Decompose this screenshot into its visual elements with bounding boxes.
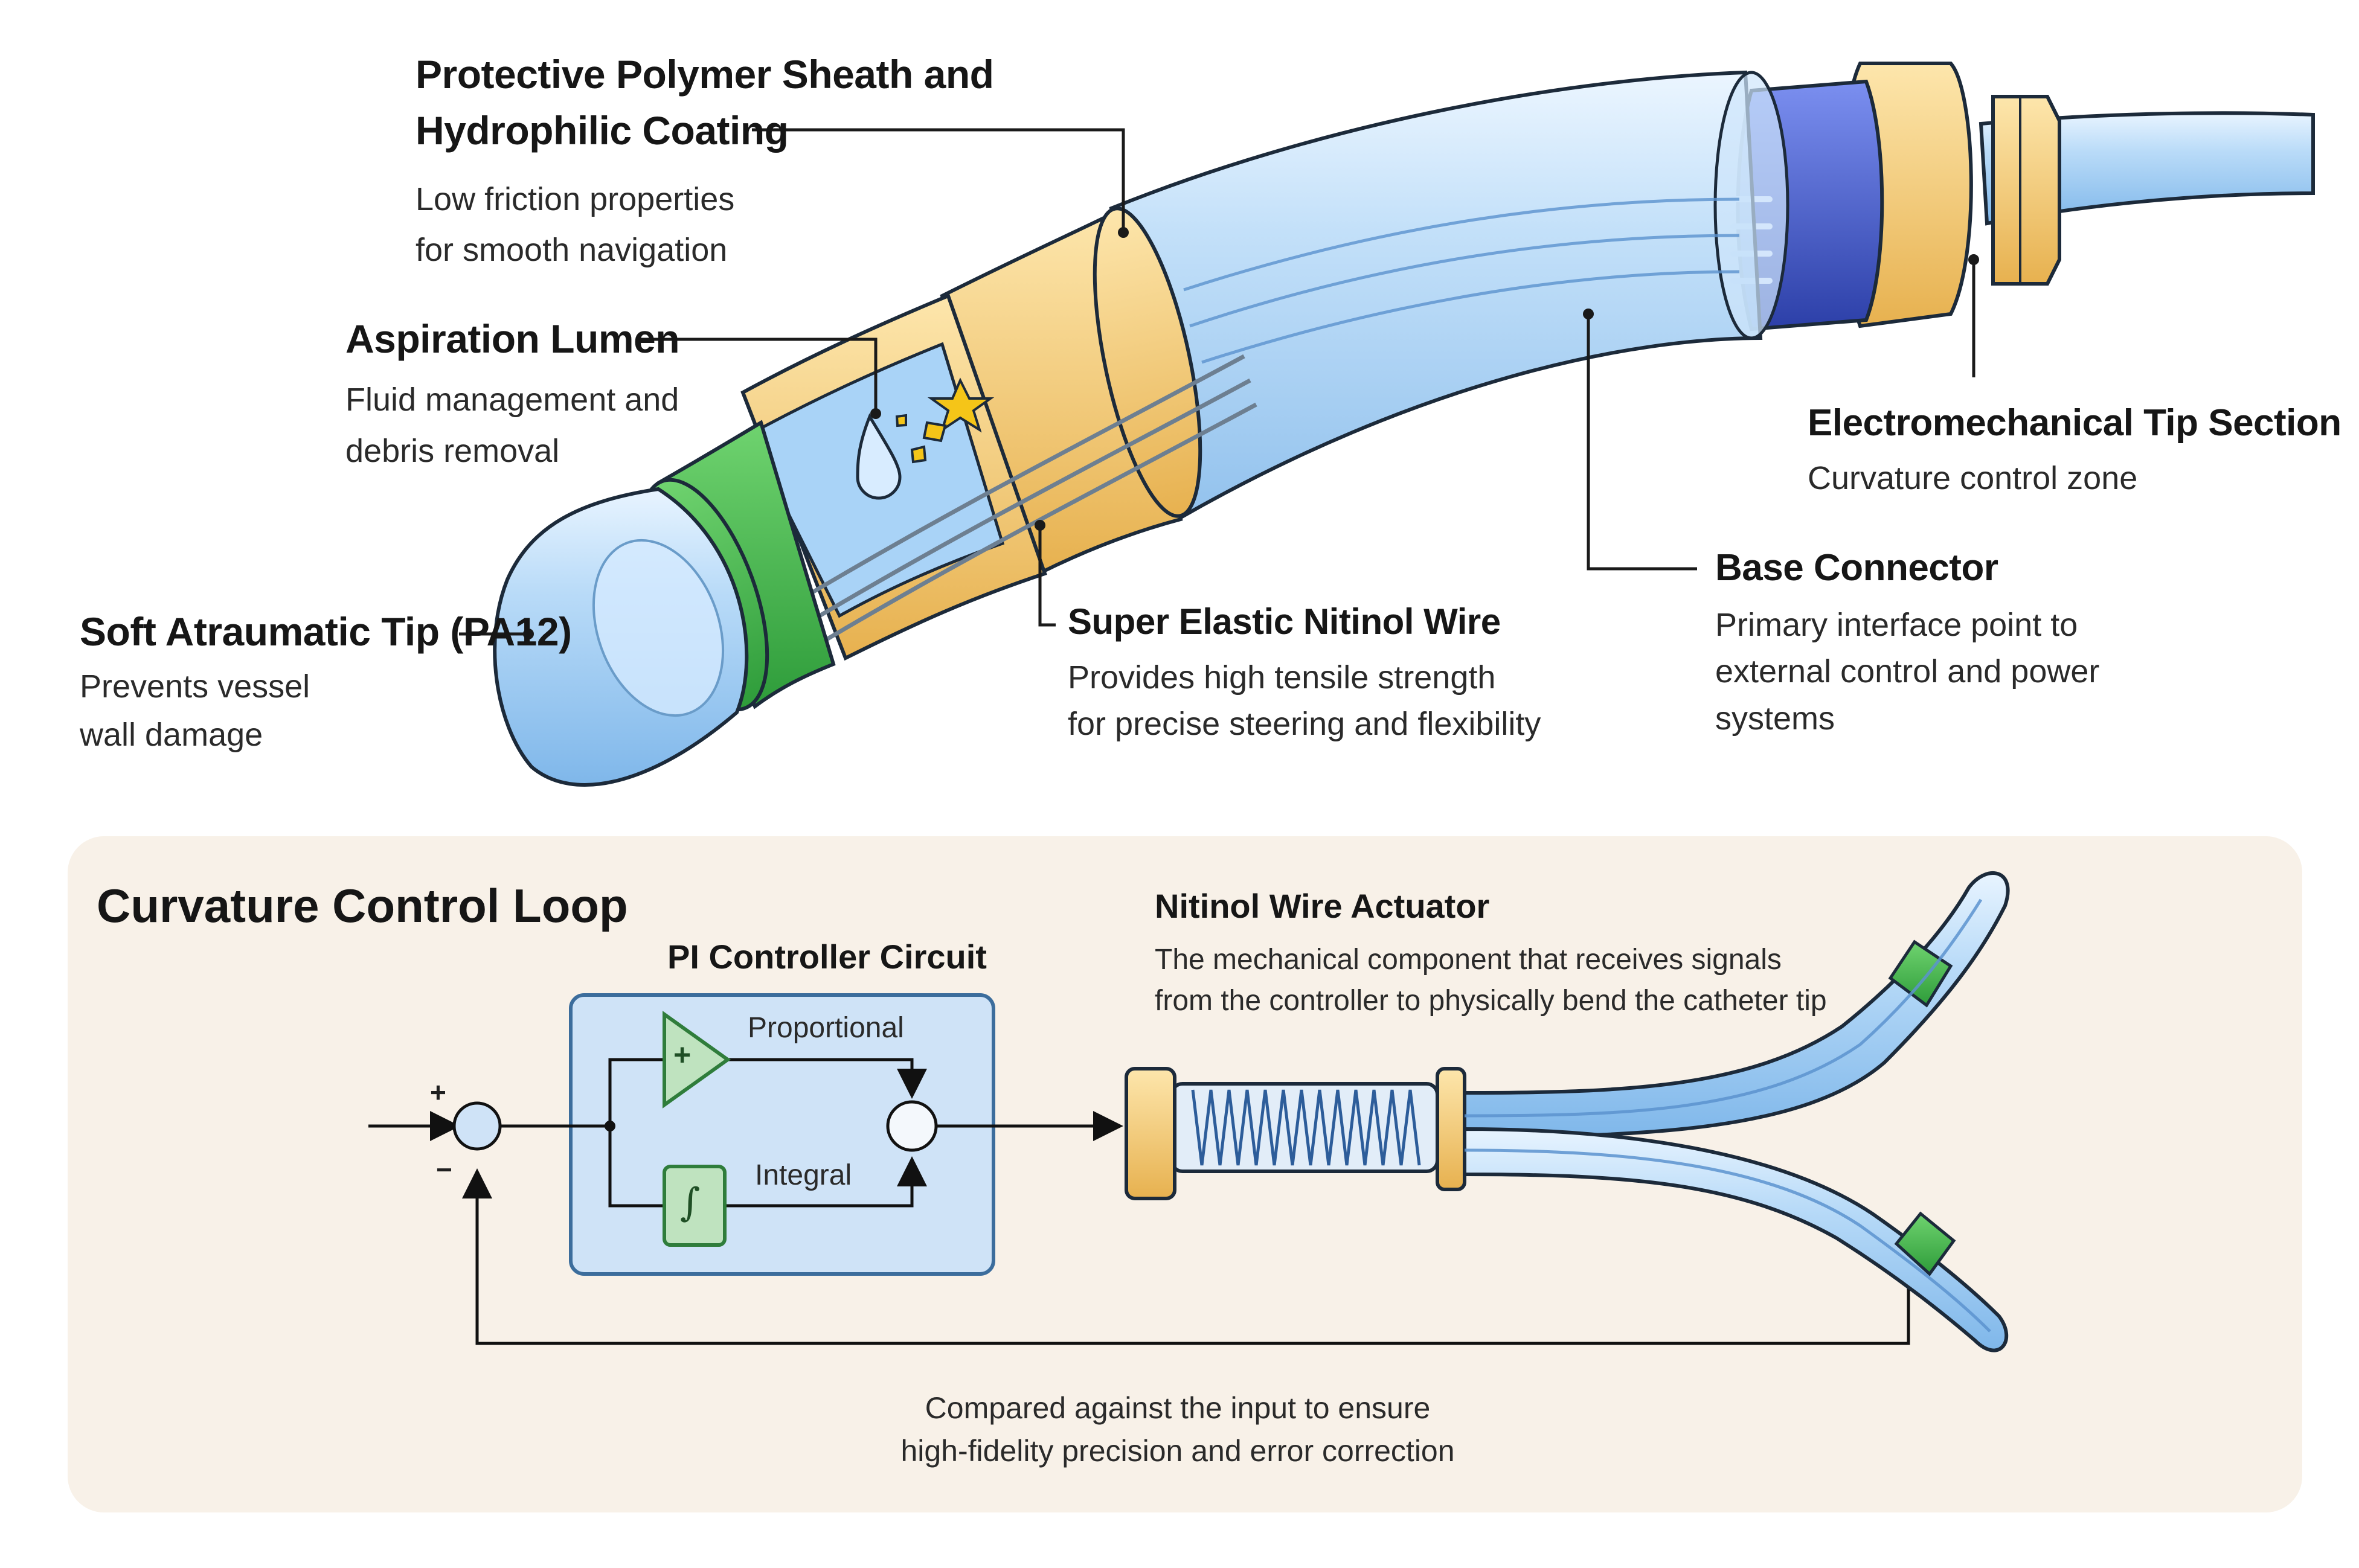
tip-highlight <box>592 539 725 717</box>
nitinol-wire-actuator <box>1125 1067 1466 1200</box>
aspiration-desc-line-1: Fluid management and <box>345 382 679 418</box>
electromechanical-desc: Curvature control zone <box>1808 460 2138 496</box>
actuator-title: Nitinol Wire Actuator <box>1155 887 1490 925</box>
nitinol-desc-line-1: Provides high tensile strength <box>1068 659 1496 696</box>
proximal-tube <box>1979 111 2315 226</box>
sheath-title-line-2: Hydrophilic Coating <box>416 108 789 153</box>
split-catheter <box>1463 871 2010 1352</box>
electromechanical-title: Electromechanical Tip Section <box>1808 402 2341 444</box>
aspiration-title: Aspiration Lumen <box>345 316 680 361</box>
base-connector-desc-line-1: Primary interface point to <box>1715 607 2078 643</box>
feedback-line <box>462 1168 1910 1345</box>
integral-symbol: ∫ <box>680 1180 701 1225</box>
gain-symbol: + <box>673 1038 692 1072</box>
feedback-caption-line-1: Compared against the input to ensure <box>925 1391 1431 1425</box>
sheath-desc-line-1: Low friction properties <box>416 181 735 217</box>
integral-block <box>663 1165 727 1247</box>
connector-small-ring <box>1991 95 2061 286</box>
tip-desc-line-1: Prevents vessel <box>80 668 310 705</box>
sheath-desc-line-2: for smooth navigation <box>416 232 728 268</box>
base-connector-desc-line-3: systems <box>1715 700 1835 737</box>
proportional-gain-block <box>663 1011 731 1109</box>
aspiration-desc-line-2: debris removal <box>345 433 560 469</box>
branch-dot <box>605 1121 615 1131</box>
lower-tip-green-band <box>1894 1211 1956 1276</box>
control-loop-title: Curvature Control Loop <box>97 879 628 932</box>
actuator-end-cap-right <box>1436 1067 1466 1191</box>
base-connector-title: Base Connector <box>1715 547 1998 589</box>
pi-controller-title: PI Controller Circuit <box>667 938 987 976</box>
summing-minus-sign: − <box>436 1154 452 1185</box>
catheter-illustration <box>493 62 2315 787</box>
leader-nitinol <box>1038 525 1056 627</box>
water-drop-icon <box>856 413 902 500</box>
proportional-label: Proportional <box>748 1012 904 1044</box>
actuator-desc-line-1: The mechanical component that receives s… <box>1155 944 1782 976</box>
leader-base <box>1587 314 1697 571</box>
actuator-spring <box>1191 1089 1421 1166</box>
actuator-end-cap-left <box>1125 1067 1176 1200</box>
leader-aspiration <box>637 338 878 414</box>
leader-dots <box>523 227 1979 639</box>
sheath-wire-lines <box>1183 197 1740 364</box>
sheath-end-cap <box>1713 71 1789 340</box>
gold-ring-2 <box>1093 206 1202 518</box>
debris-icon <box>895 377 995 464</box>
polymer-sheath <box>1109 70 1763 522</box>
base-connector-desc-line-2: external control and power <box>1715 653 2100 690</box>
tip-desc-line-2: wall damage <box>80 717 263 753</box>
summing-junction-controller <box>886 1100 938 1152</box>
catheter-upper-branch <box>1463 871 2010 1141</box>
nitinol-title: Super Elastic Nitinol Wire <box>1068 601 1501 642</box>
leader-lines <box>459 128 1975 636</box>
feedback-caption-line-2: high-fidelity precision and error correc… <box>900 1434 1455 1468</box>
sheath-title-line-1: Protective Polymer Sheath and <box>416 52 994 97</box>
leader-sheath <box>752 128 1125 232</box>
summing-junction-input <box>452 1101 502 1151</box>
actuator-desc-line-2: from the controller to physically bend t… <box>1155 985 1827 1017</box>
integral-label: Integral <box>755 1159 852 1191</box>
summing-plus-sign: + <box>430 1077 446 1108</box>
tip-title: Soft Atraumatic Tip (PA12) <box>80 609 572 654</box>
upper-tip-green-band <box>1888 939 1953 1008</box>
nitinol-desc-line-2: for precise steering and flexibility <box>1068 706 1541 742</box>
control-loop-wiring <box>368 1058 1910 1345</box>
